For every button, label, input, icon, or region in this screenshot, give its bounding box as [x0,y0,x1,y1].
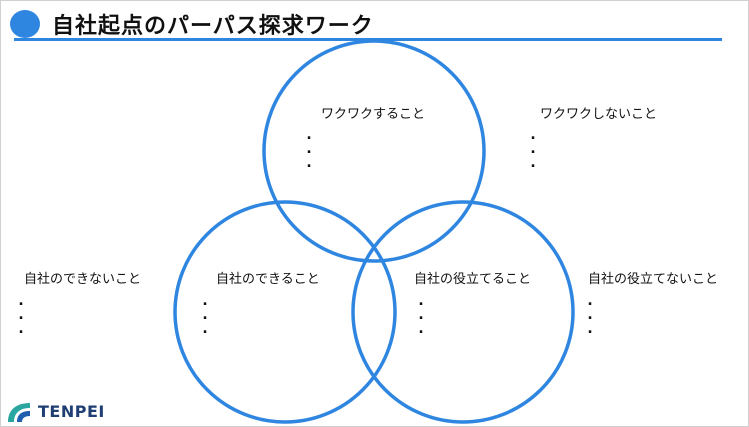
label-wakuwaku: ワクワクすること [321,107,426,122]
tenpei-logo-text: TENPEI [38,402,105,421]
placeholder-dots-dekinai: ... [18,293,24,337]
circle-wakuwaku [262,39,486,263]
circle-dekiru [173,200,397,424]
tenpei-logo-icon [8,403,30,422]
placeholder-dots-yakudateru: ... [418,293,424,337]
title-bullet-icon [10,10,40,38]
label-dekinai: 自社のできないこと [24,272,142,287]
placeholder-dots-wakuwaku: ... [306,127,312,171]
placeholder-dots-yakudatenai: ... [587,293,593,337]
label-yakudatenai: 自社の役立てないこと [588,272,719,287]
label-yakudateru: 自社の役立てること [414,272,532,287]
placeholder-dots-wakuwaku-shinai: ... [530,127,536,171]
placeholder-dots-dekiru: ... [202,293,208,337]
circle-yakudateru [351,200,575,424]
label-wakuwaku-shinai: ワクワクしないこと [540,107,658,122]
page-title: 自社起点のパーパス探求ワーク [52,14,374,39]
label-dekiru: 自社のできること [216,272,320,287]
